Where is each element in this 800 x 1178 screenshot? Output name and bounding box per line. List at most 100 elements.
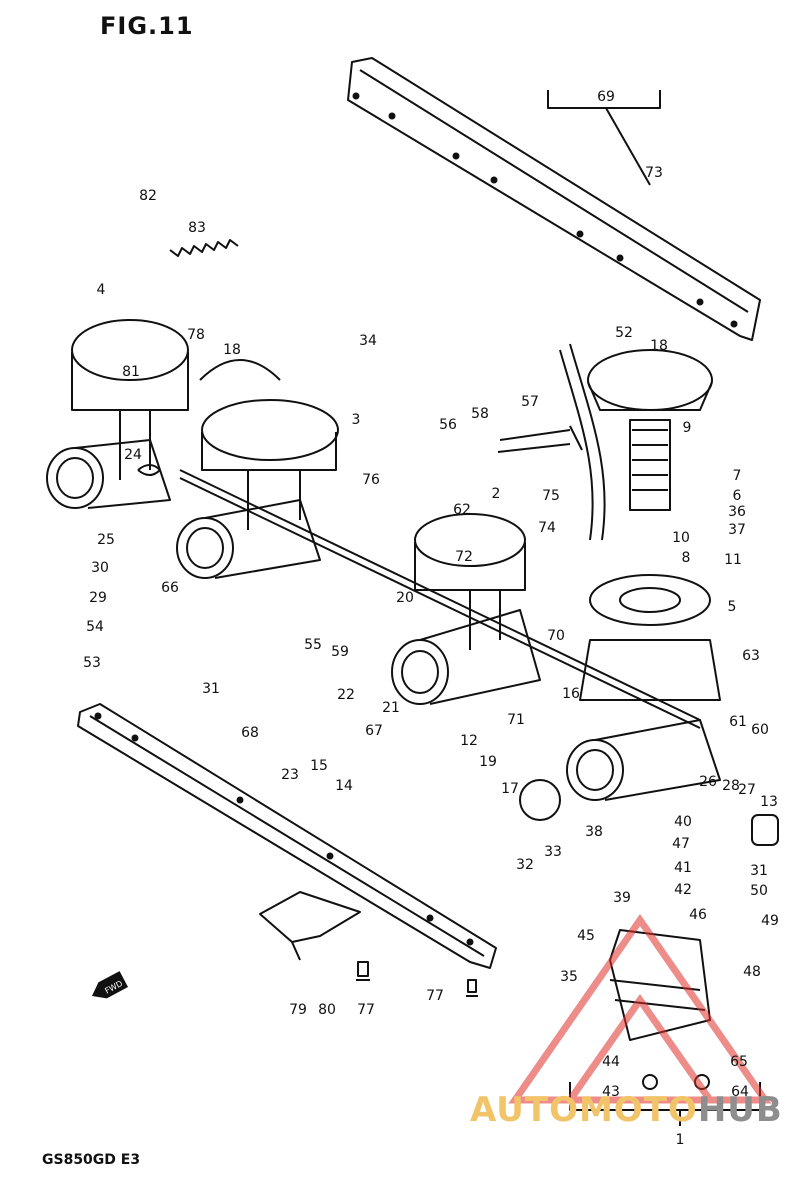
callout-56: 56 xyxy=(439,417,457,433)
callout-59: 59 xyxy=(331,644,349,660)
callout-33: 33 xyxy=(544,844,562,860)
callout-55: 55 xyxy=(304,637,322,653)
callout-66: 66 xyxy=(161,580,179,596)
callout-39: 39 xyxy=(613,890,631,906)
watermark-part-b: HUB xyxy=(697,1090,783,1130)
callout-19: 19 xyxy=(479,754,497,770)
watermark-text: AUTOMOTOHUB xyxy=(470,1090,783,1130)
callout-4: 4 xyxy=(97,282,106,298)
callout-68: 68 xyxy=(241,725,259,741)
callout-11: 11 xyxy=(724,552,742,568)
callout-35: 35 xyxy=(560,969,578,985)
watermark-part-a: AUTOMOTO xyxy=(470,1090,698,1130)
callout-57: 57 xyxy=(521,394,539,410)
callout-32: 32 xyxy=(516,857,534,873)
callout-69: 69 xyxy=(597,89,615,105)
callout-49: 49 xyxy=(761,913,779,929)
callout-82: 82 xyxy=(139,188,157,204)
callout-8: 8 xyxy=(682,550,691,566)
callout-37: 37 xyxy=(728,522,746,538)
carburetor-4 xyxy=(559,343,721,801)
linkage-rod xyxy=(179,469,701,721)
carburetor-2 xyxy=(176,359,339,579)
callout-1: 1 xyxy=(676,1132,685,1148)
callout-72: 72 xyxy=(455,549,473,565)
callout-23: 23 xyxy=(281,767,299,783)
callout-46: 46 xyxy=(689,907,707,923)
callout-43: 43 xyxy=(602,1084,620,1100)
callout-14: 14 xyxy=(335,778,353,794)
callout-21: 21 xyxy=(382,700,400,716)
callout-70: 70 xyxy=(547,628,565,644)
spring-part xyxy=(169,239,239,257)
callout-26: 26 xyxy=(699,774,717,790)
carburetor-1 xyxy=(46,319,189,509)
callout-54: 54 xyxy=(86,619,104,635)
callout-48: 48 xyxy=(743,964,761,980)
callout-9: 9 xyxy=(683,420,692,436)
callout-31: 31 xyxy=(202,681,220,697)
callout-22: 22 xyxy=(337,687,355,703)
callout-83: 83 xyxy=(188,220,206,236)
callout-12: 12 xyxy=(460,733,478,749)
callout-50: 50 xyxy=(750,883,768,899)
callout-67: 67 xyxy=(365,723,383,739)
forward-arrow: FWD xyxy=(92,971,129,999)
callout-30: 30 xyxy=(91,560,109,576)
callout-41: 41 xyxy=(674,860,692,876)
callout-77: 77 xyxy=(426,988,444,1004)
callout-52: 52 xyxy=(615,325,633,341)
callout-74: 74 xyxy=(538,520,556,536)
callout-58: 58 xyxy=(471,406,489,422)
bolt-part-2 xyxy=(356,961,370,981)
model-code: GS850GD E3 xyxy=(42,1152,141,1168)
bracket-part xyxy=(259,891,361,961)
callout-7: 7 xyxy=(733,468,742,484)
callout-5: 5 xyxy=(728,599,737,615)
callout-60: 60 xyxy=(751,722,769,738)
top-plate-part xyxy=(347,57,761,341)
callout-16: 16 xyxy=(562,686,580,702)
callout-53: 53 xyxy=(83,655,101,671)
callout-28: 28 xyxy=(722,778,740,794)
callout-64: 64 xyxy=(731,1084,749,1100)
callout-34: 34 xyxy=(359,333,377,349)
callout-78: 78 xyxy=(187,327,205,343)
callout-10: 10 xyxy=(672,530,690,546)
callout-81: 81 xyxy=(122,364,140,380)
callout-25: 25 xyxy=(97,532,115,548)
callout-17: 17 xyxy=(501,781,519,797)
callout-62: 62 xyxy=(453,502,471,518)
callout-44: 44 xyxy=(602,1054,620,1070)
cap-part xyxy=(751,814,779,846)
callout-31: 31 xyxy=(750,863,768,879)
callout-42: 42 xyxy=(674,882,692,898)
carburetor-3 xyxy=(391,513,541,705)
callout-18: 18 xyxy=(650,338,668,354)
callout-6: 6 xyxy=(733,488,742,504)
callout-18: 18 xyxy=(223,342,241,358)
callout-47: 47 xyxy=(672,836,690,852)
bottom-plate-part xyxy=(77,703,497,969)
diaphragm-part xyxy=(519,779,561,821)
bolt-part xyxy=(466,979,478,997)
callout-20: 20 xyxy=(396,590,414,606)
callout-71: 71 xyxy=(507,712,525,728)
figure-title: FIG.11 xyxy=(100,12,194,40)
callout-29: 29 xyxy=(89,590,107,606)
screw-part xyxy=(497,425,583,453)
callout-2: 2 xyxy=(492,486,501,502)
callout-65: 65 xyxy=(730,1054,748,1070)
callout-75: 75 xyxy=(542,488,560,504)
callout-15: 15 xyxy=(310,758,328,774)
callout-45: 45 xyxy=(577,928,595,944)
callout-77: 77 xyxy=(357,1002,375,1018)
callout-61: 61 xyxy=(729,714,747,730)
callout-13: 13 xyxy=(760,794,778,810)
callout-38: 38 xyxy=(585,824,603,840)
callout-3: 3 xyxy=(352,412,361,428)
callout-63: 63 xyxy=(742,648,760,664)
